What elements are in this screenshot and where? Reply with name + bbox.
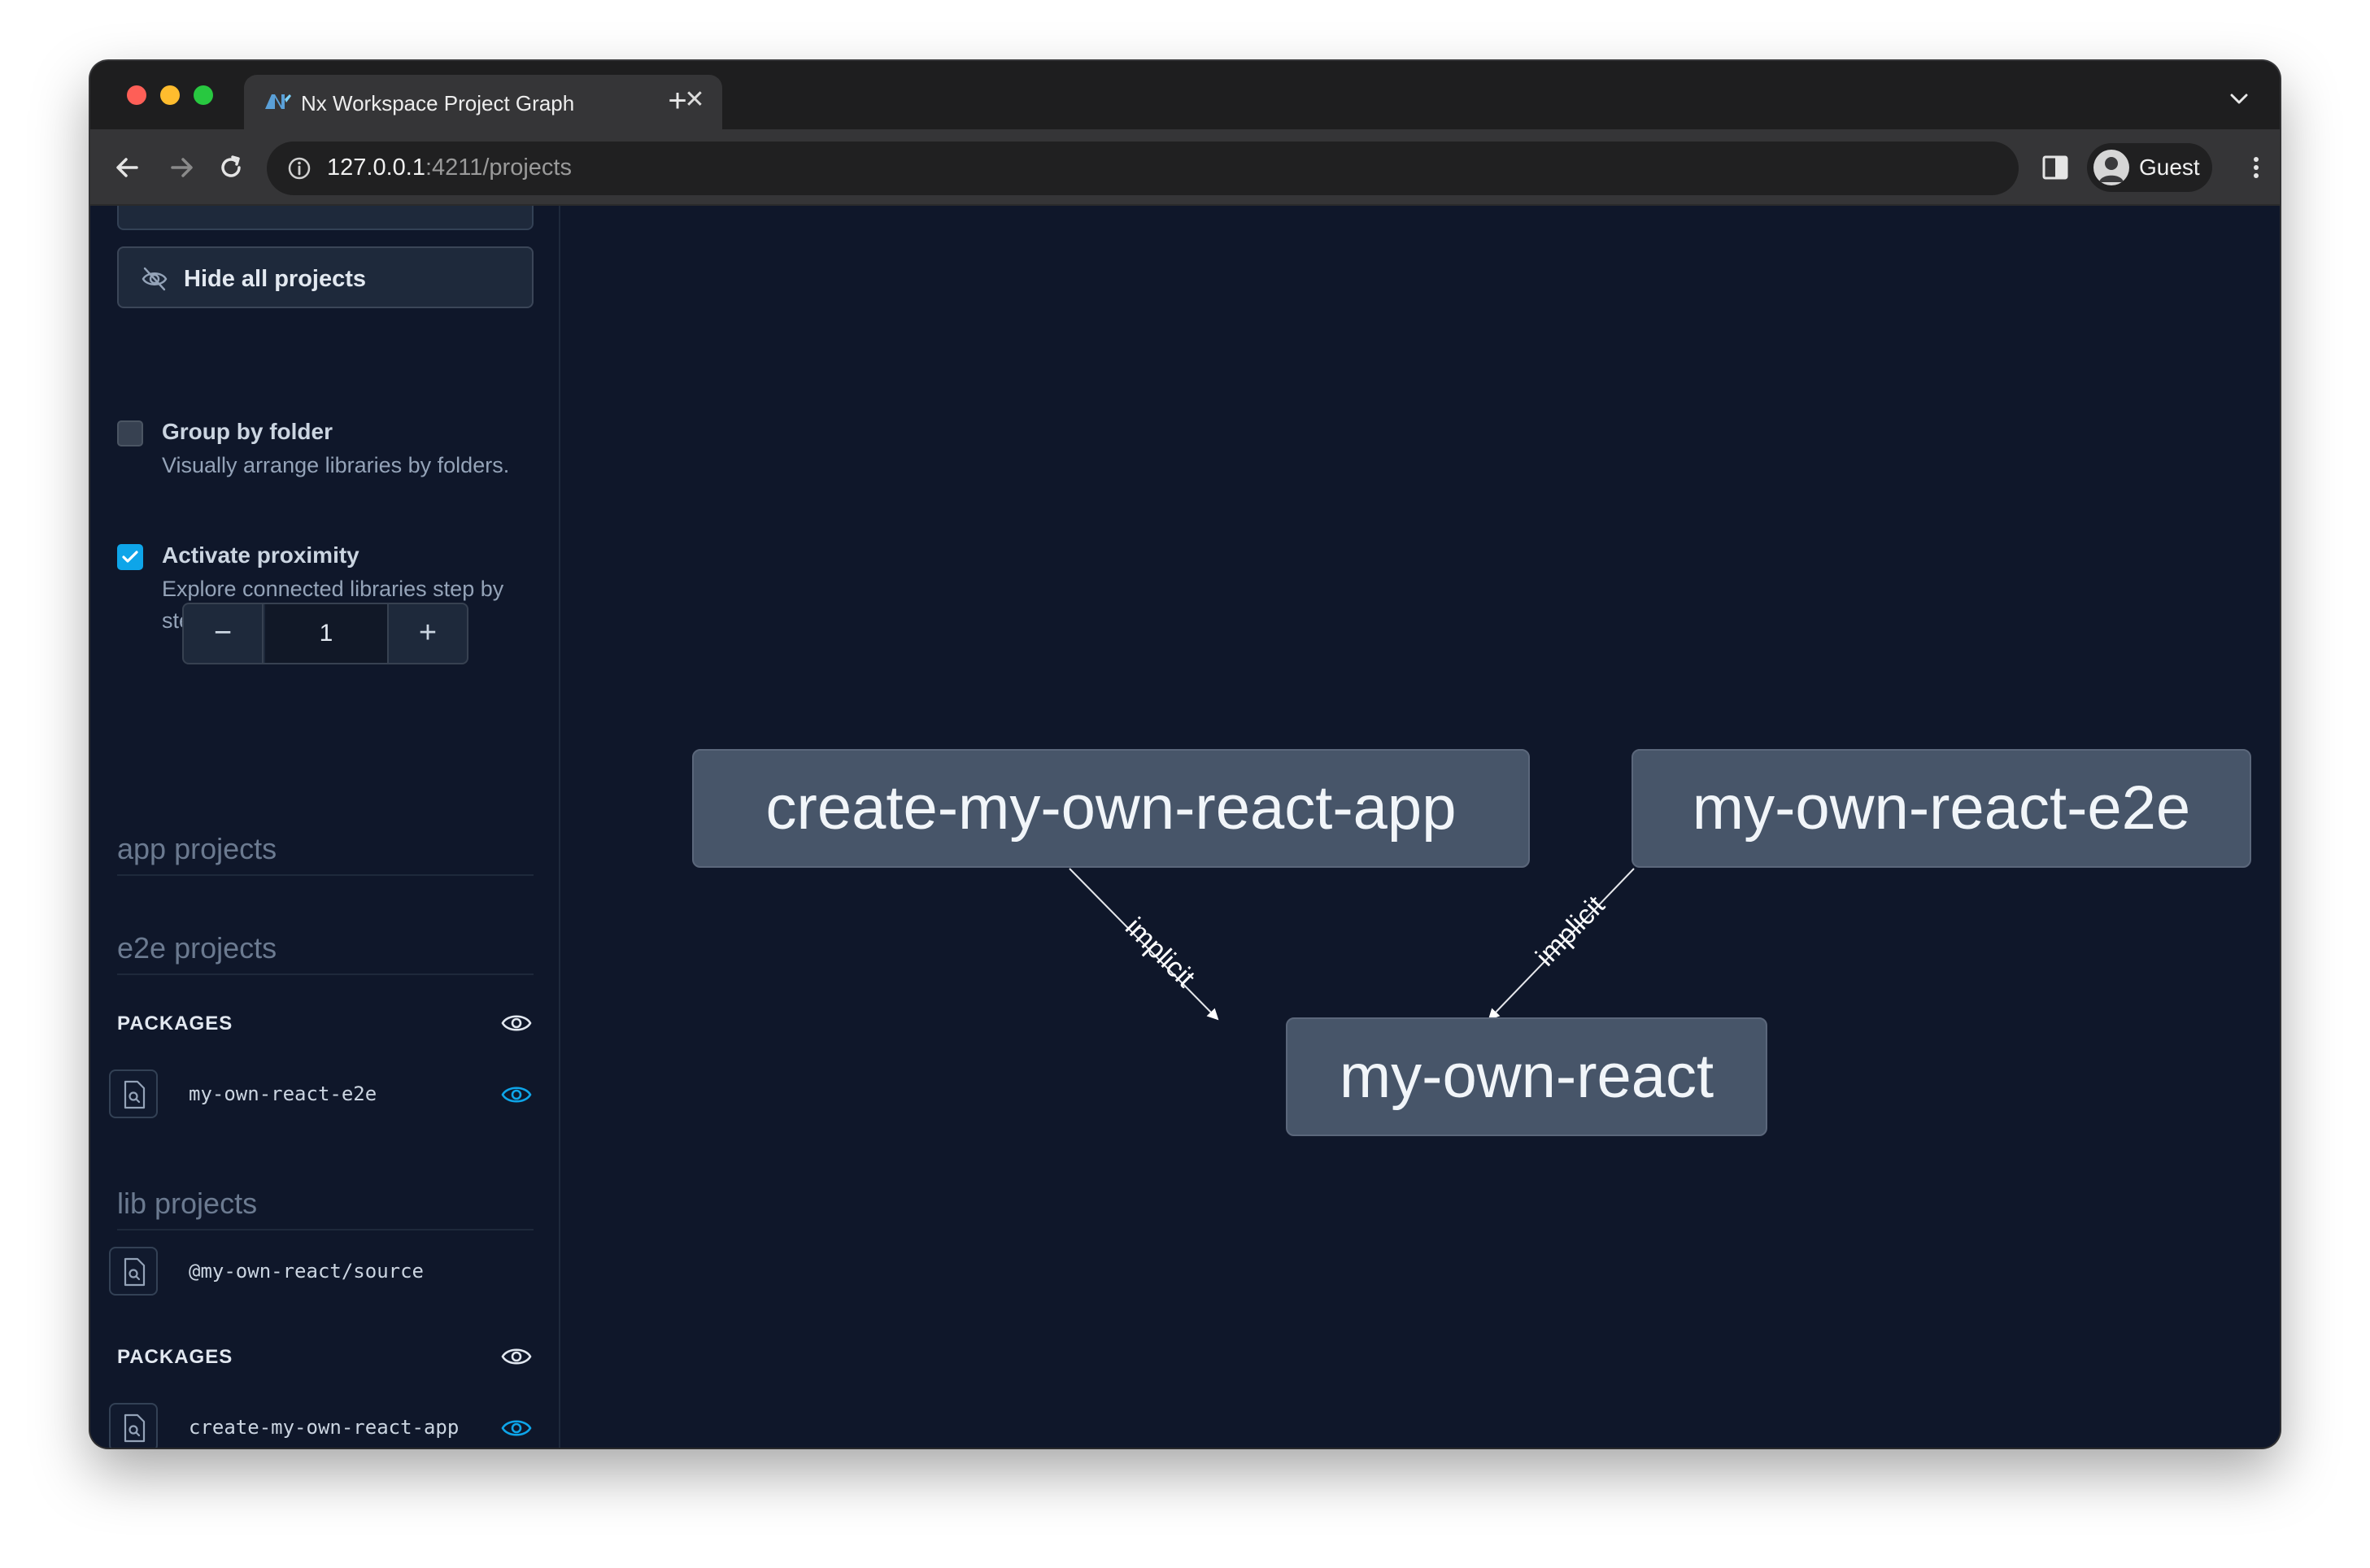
node-create-my-own-react-app[interactable]: create-my-own-react-app <box>692 749 1530 868</box>
sidebar: Hide all projects Group by folder Visual… <box>90 206 560 1448</box>
eye-icon[interactable] <box>500 1011 533 1035</box>
browser-titlebar: Nx Workspace Project Graph ✕ + <box>90 61 2280 129</box>
browser-tab[interactable]: Nx Workspace Project Graph ✕ <box>244 75 722 129</box>
browser-window: Nx Workspace Project Graph ✕ + 127.0.0.1… <box>90 61 2280 1448</box>
back-arrow-icon[interactable] <box>107 147 148 188</box>
person-icon <box>2093 150 2129 185</box>
close-window-button[interactable] <box>127 85 146 105</box>
url-text: 127.0.0.1:4211/projects <box>327 155 572 181</box>
e2e-projects-header: e2e projects <box>117 931 534 975</box>
url-path: :4211/projects <box>425 155 572 181</box>
lib-projects-header: lib projects <box>117 1187 534 1230</box>
eye-icon[interactable] <box>500 1344 533 1369</box>
eye-icon[interactable] <box>500 1416 533 1440</box>
eye-icon[interactable] <box>500 1082 533 1107</box>
url-host: 127.0.0.1 <box>327 155 425 181</box>
file-search-icon[interactable] <box>109 1069 158 1118</box>
eye-slash-icon <box>140 264 169 294</box>
group-by-folder-title: Group by folder <box>162 419 333 445</box>
show-all-projects-button[interactable] <box>117 206 534 230</box>
reload-icon[interactable] <box>211 147 251 188</box>
e2e-packages-header: PACKAGES <box>117 1013 233 1035</box>
side-panel-icon[interactable] <box>2037 149 2074 186</box>
checkmark-icon <box>119 546 142 568</box>
node-my-own-react-e2e[interactable]: my-own-react-e2e <box>1632 749 2251 868</box>
lib-packages-header: PACKAGES <box>117 1346 233 1369</box>
avatar <box>2093 150 2129 185</box>
nx-logo-icon <box>264 91 291 112</box>
decrement-button[interactable]: − <box>184 604 264 663</box>
file-search-icon[interactable] <box>109 1403 158 1448</box>
increment-button[interactable]: + <box>387 604 467 663</box>
forward-arrow-icon[interactable] <box>161 147 202 188</box>
node-my-own-react[interactable]: my-own-react <box>1286 1017 1767 1136</box>
hide-all-projects-button[interactable]: Hide all projects <box>117 246 534 308</box>
project-row-my-own-react-e2e[interactable]: my-own-react-e2e <box>109 1069 540 1120</box>
maximize-window-button[interactable] <box>194 85 213 105</box>
chevron-down-icon[interactable] <box>2223 82 2255 115</box>
group-by-folder-checkbox[interactable] <box>117 420 143 446</box>
file-search-icon[interactable] <box>109 1247 158 1296</box>
minimize-window-button[interactable] <box>160 85 180 105</box>
proximity-stepper: − 1 + <box>182 603 468 664</box>
project-name: my-own-react-e2e <box>189 1082 377 1105</box>
tab-title: Nx Workspace Project Graph <box>301 91 574 116</box>
project-row-my-own-react-source[interactable]: @my-own-react/source <box>109 1247 540 1297</box>
info-icon[interactable] <box>286 155 312 181</box>
group-by-folder-description: Visually arrange libraries by folders. <box>162 450 552 481</box>
more-vertical-icon[interactable] <box>2237 149 2275 186</box>
activate-proximity-checkbox[interactable] <box>117 544 143 570</box>
hide-all-projects-label: Hide all projects <box>184 266 366 293</box>
project-name: create-my-own-react-app <box>189 1416 459 1439</box>
new-tab-button[interactable]: + <box>653 82 702 121</box>
activate-proximity-title: Activate proximity <box>162 542 359 568</box>
project-row-create-my-own-react-app[interactable]: create-my-own-react-app <box>109 1403 540 1448</box>
project-graph-canvas[interactable]: create-my-own-react-app my-own-react-e2e… <box>562 206 2280 1448</box>
proximity-value[interactable]: 1 <box>265 604 387 663</box>
browser-toolbar: 127.0.0.1:4211/projects Guest <box>90 129 2280 206</box>
address-bar[interactable]: 127.0.0.1:4211/projects <box>267 142 2019 195</box>
profile-button[interactable]: Guest <box>2087 143 2212 192</box>
project-name: @my-own-react/source <box>189 1260 424 1283</box>
app-projects-header: app projects <box>117 832 534 876</box>
profile-name: Guest <box>2139 155 2200 181</box>
